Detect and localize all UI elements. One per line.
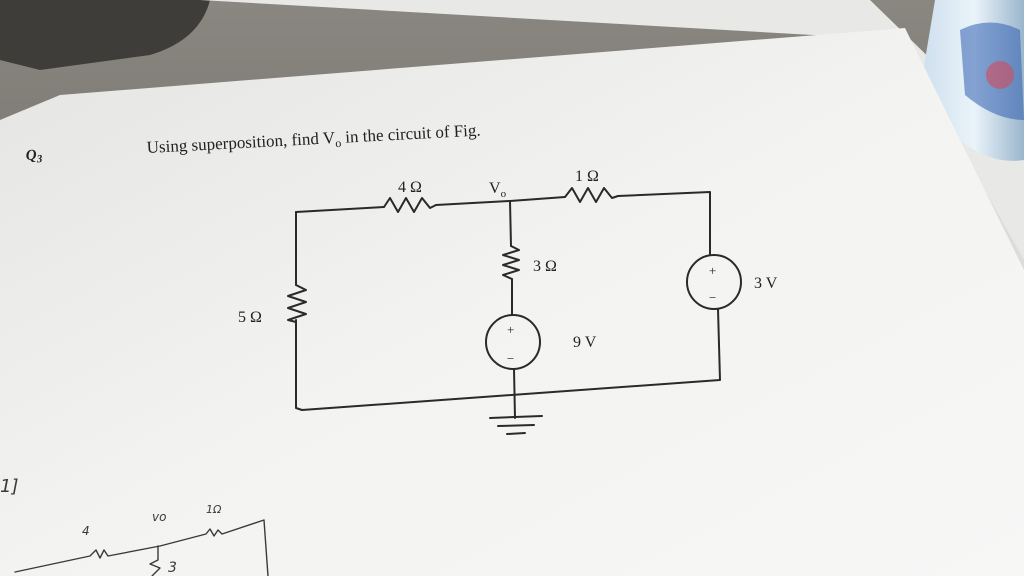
plus-9v: +: [507, 322, 514, 337]
pencil-sketch: [14, 519, 269, 576]
plus-3v: +: [709, 263, 716, 278]
question-number: Q3: [25, 147, 43, 166]
label-3-ohm: 3 Ω: [533, 258, 557, 275]
voltage-source-3v: [686, 254, 742, 310]
label-1-ohm: 1 Ω: [575, 168, 599, 185]
resistor-5-ohm: [287, 284, 307, 323]
minus-9v: −: [507, 351, 514, 366]
wire-to-node: [435, 200, 511, 206]
wire-right-bottom: [295, 308, 721, 411]
dark-object: [0, 0, 210, 70]
wire-top-right: [617, 191, 711, 256]
note-4: 4: [82, 524, 90, 538]
resistor-3-ohm: [502, 245, 520, 280]
wire-top-left: [295, 206, 385, 213]
wire-middle-top: [509, 200, 512, 247]
note-vo: vo: [152, 510, 166, 524]
note-1ohm: 1Ω: [206, 503, 222, 516]
label-9v: 9 V: [573, 334, 597, 351]
label-4-ohm: 4 Ω: [398, 179, 422, 196]
label-5-ohm: 5 Ω: [238, 309, 262, 326]
wire-middle-ground: [513, 368, 516, 419]
wire-node-to-1ohm: [509, 196, 566, 202]
label-node-vo: Vo: [489, 180, 507, 200]
label-3v: 3 V: [754, 275, 778, 292]
circuit-diagram: [287, 187, 742, 435]
minus-3v: −: [709, 290, 716, 305]
note-bracket: 1]: [0, 476, 18, 497]
note-3: 3: [168, 560, 177, 576]
ground-symbol: [489, 415, 543, 435]
resistor-1-ohm: [564, 187, 619, 203]
resistor-4-ohm: [383, 197, 437, 213]
